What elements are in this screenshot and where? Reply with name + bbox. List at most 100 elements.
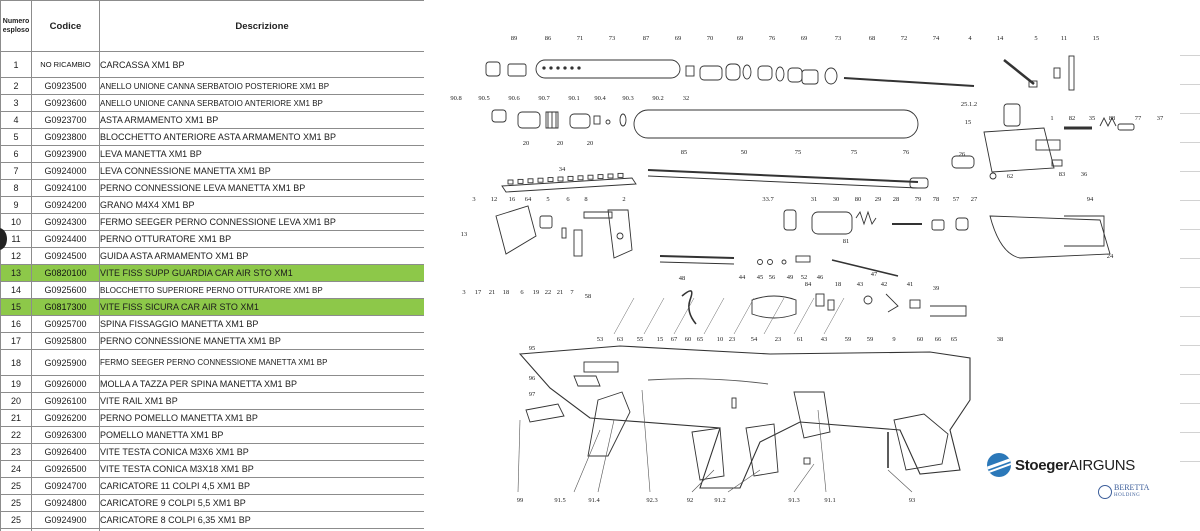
diagram-part — [587, 174, 594, 180]
diagram-part — [1003, 59, 1035, 85]
diagram-part — [1064, 215, 1105, 247]
part-number-label: 33.7 — [762, 196, 774, 203]
diagram-part — [1099, 116, 1117, 128]
part-number-label: 23 — [775, 336, 782, 343]
part-number-label: 74 — [933, 35, 940, 42]
part-number-label: 76 — [769, 35, 776, 42]
cell-numero: 3 — [0, 94, 32, 112]
diagram-part — [843, 77, 975, 87]
diagram-part — [517, 419, 521, 493]
part-number-label: 13 — [461, 231, 468, 238]
diagram-part — [699, 65, 723, 81]
diagram-part — [593, 115, 601, 125]
diagram-part — [617, 172, 624, 178]
part-number-label: 43 — [821, 336, 828, 343]
part-number-label: 35 — [1089, 115, 1096, 122]
part-number-label: 91.3 — [788, 497, 799, 504]
cell-descrizione: LEVA MANETTA XM1 BP — [99, 145, 424, 163]
diagram-part — [751, 295, 797, 319]
part-number-label: 58 — [585, 293, 592, 300]
diagram-part — [803, 457, 811, 465]
cell-descrizione: MOLLA A TAZZA PER SPINA MANETTA XM1 BP — [99, 375, 424, 393]
part-number-label: 60 — [917, 336, 924, 343]
part-number-label: 28 — [893, 196, 900, 203]
part-number-label: 57 — [953, 196, 960, 203]
part-number-label: 34 — [559, 166, 566, 173]
part-number-label: 8 — [584, 196, 587, 203]
part-number-label: 90.5 — [478, 95, 489, 102]
part-number-label: 54 — [751, 336, 758, 343]
part-number-label: 1 — [1050, 115, 1053, 122]
diagram-part — [855, 210, 877, 226]
cell-numero: 25 — [0, 494, 32, 512]
diagram-part — [1051, 159, 1063, 167]
diagram-part — [763, 297, 785, 335]
cell-numero: 4 — [0, 111, 32, 129]
page-scroll-indicator[interactable] — [0, 228, 7, 250]
cell-codice: G0925600 — [31, 281, 100, 299]
cell-numero: 25 — [0, 511, 32, 529]
cell-codice: G0926500 — [31, 460, 100, 478]
part-number-label: 62 — [1007, 173, 1014, 180]
cell-codice: G0924900 — [31, 511, 100, 529]
cell-codice: G0924300 — [31, 213, 100, 231]
diagram-part — [775, 66, 785, 82]
part-number-label: 91.1 — [824, 497, 835, 504]
part-number-label: 39 — [933, 285, 940, 292]
part-number-label: 78 — [933, 196, 940, 203]
part-number-label: 66 — [935, 336, 942, 343]
cell-codice: G0924100 — [31, 179, 100, 197]
cell-descrizione: PERNO OTTURATORE XM1 BP — [99, 230, 424, 248]
diagram-part — [549, 66, 553, 70]
part-number-label: 93 — [909, 497, 916, 504]
cell-codice: G0924800 — [31, 494, 100, 512]
part-number-label: 23 — [729, 336, 736, 343]
cell-codice: G0925900 — [31, 349, 100, 376]
diagram-part — [909, 299, 921, 309]
part-number-label: 94 — [1087, 196, 1094, 203]
part-number-label: 20 — [523, 140, 530, 147]
part-number-label: 73 — [835, 35, 842, 42]
diagram-part — [518, 345, 971, 489]
part-number-label: 43 — [857, 281, 864, 288]
cell-numero: 8 — [0, 179, 32, 197]
cell-codice: G0923600 — [31, 94, 100, 112]
diagram-part — [811, 211, 853, 235]
cell-codice: G0923500 — [31, 77, 100, 95]
part-number-label: 90.3 — [622, 95, 633, 102]
diagram-part — [793, 391, 831, 439]
diagram-part — [951, 155, 975, 169]
diagram-part — [742, 64, 752, 80]
part-number-label: 20 — [557, 140, 564, 147]
diagram-part — [613, 297, 635, 335]
diagram-part — [545, 111, 559, 129]
part-number-label: 36 — [1081, 171, 1088, 178]
part-number-label: 3 — [472, 196, 475, 203]
diagram-part — [539, 215, 553, 229]
cell-descrizione: POMELLO MANETTA XM1 BP — [99, 426, 424, 444]
part-number-label: 37 — [1157, 115, 1164, 122]
part-number-label: 90.7 — [538, 95, 550, 102]
part-number-label: 30 — [833, 196, 840, 203]
diagram-part — [893, 413, 949, 471]
part-number-label: 27 — [971, 196, 978, 203]
diagram-part — [573, 429, 601, 493]
part-number-label: 6 — [520, 289, 524, 296]
diagram-part — [1117, 123, 1135, 131]
diagram-part — [909, 177, 929, 189]
part-number-label: 90.2 — [652, 95, 663, 102]
part-number-label: 87 — [643, 35, 650, 42]
diagram-part — [570, 66, 574, 70]
part-number-label: 17 — [475, 289, 482, 296]
cell-descrizione: PERNO CONNESSIONE LEVA MANETTA XM1 BP — [99, 179, 424, 197]
diagram-part — [535, 59, 681, 79]
diagram-part — [525, 403, 565, 423]
part-number-label: 56 — [769, 274, 776, 281]
